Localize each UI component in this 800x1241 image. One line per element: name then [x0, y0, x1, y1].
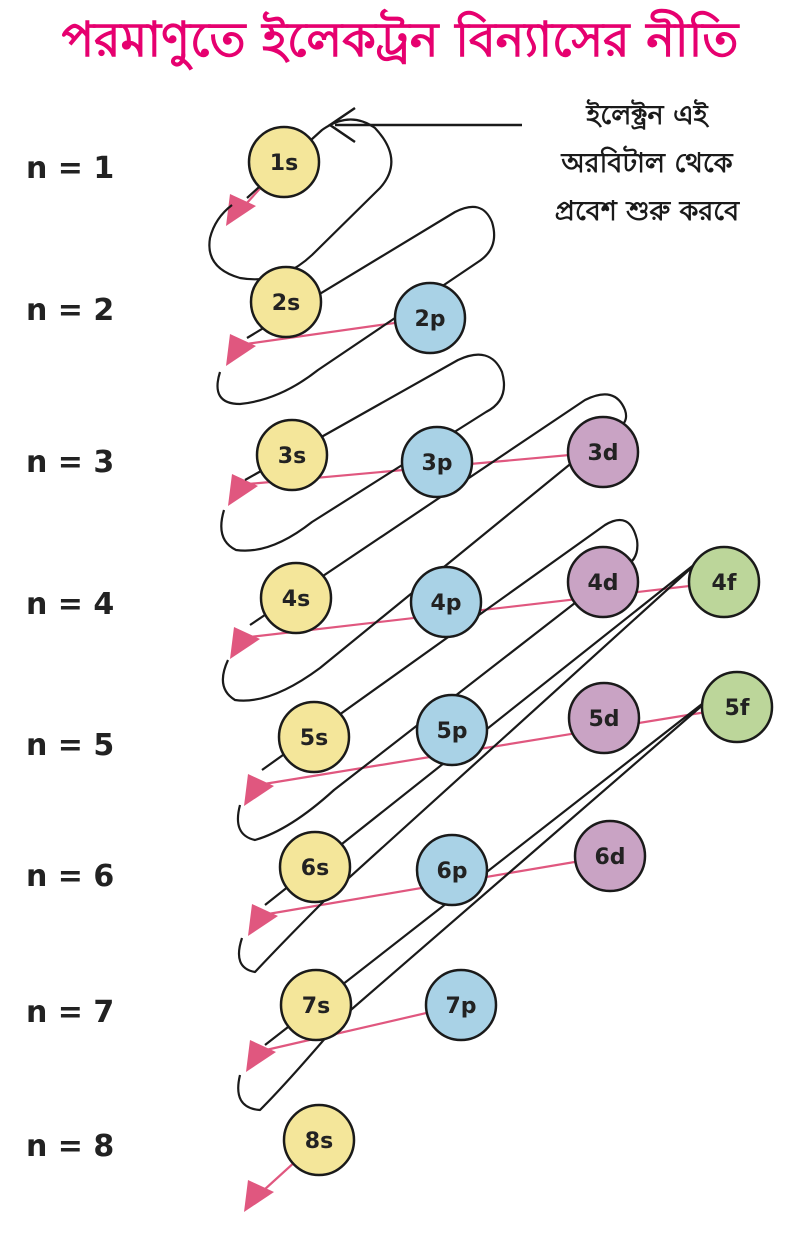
orbital-label: 4f [712, 571, 737, 596]
orbital-label: 4s [282, 587, 310, 612]
page-title: পরমাণুতে ইলেকট্রন বিন্যাসের নীতি [61, 12, 739, 68]
orbital-circle [247, 125, 321, 199]
orbital-label: 3s [278, 444, 306, 469]
orbital-5f: 5f [700, 670, 774, 744]
orbital-4p: 4p [409, 565, 483, 639]
orbital-8s: 8s [282, 1103, 356, 1177]
filling-path-segment [237, 558, 702, 974]
orbital-label: 7s [302, 994, 330, 1019]
shell-label-n4: n = 4 [26, 587, 114, 622]
shell-label-n2: n = 2 [26, 293, 114, 328]
shell-label-n3: n = 3 [26, 445, 114, 480]
orbital-label: 4p [430, 591, 461, 616]
orbital-6s: 6s [278, 830, 352, 904]
orbital-circles: 1s 2s 2p 3s 3p 3d 4s 4p 4d 4f 5s 5p 5d 5f 6s 6p 6d 7s 7p 8s [247, 125, 774, 1177]
arrowhead [246, 1040, 276, 1072]
orbital-label: 5d [588, 707, 619, 732]
shell-label-n5: n = 5 [26, 728, 114, 763]
orbital-2p: 2p [393, 281, 467, 355]
orbital-7p: 7p [424, 968, 498, 1042]
orbital-label: 1s [270, 151, 298, 176]
orbital-circle [415, 693, 489, 767]
orbital-2s: 2s [249, 265, 323, 339]
orbital-label: 5p [436, 719, 467, 744]
orbital-circle [249, 265, 323, 339]
shell-labels: n = 1 n = 2 n = 3 n = 4 n = 5 n = 6 n = 7 n = 8 [26, 151, 114, 1164]
orbital-circle [567, 681, 641, 755]
orbital-label: 6d [594, 845, 625, 870]
orbital-4s: 4s [259, 561, 333, 635]
arrowhead [230, 627, 260, 659]
shell-label-n1: n = 1 [26, 151, 114, 186]
arrowhead [244, 1180, 274, 1212]
note-line-1: ইলেক্ট্রন এই [586, 100, 708, 131]
orbital-3p: 3p [400, 425, 474, 499]
orbital-label: 2p [414, 307, 445, 332]
orbital-circle [393, 281, 467, 355]
orbital-circle [573, 819, 647, 893]
filling-path-segment [216, 205, 496, 406]
orbital-circle [282, 1103, 356, 1177]
orbital-5d: 5d [567, 681, 641, 755]
orbital-circle [400, 425, 474, 499]
arrowhead [228, 474, 258, 506]
orbital-7s: 7s [279, 968, 353, 1042]
diagonal-arrow-line [263, 705, 738, 786]
orbital-3d: 3d [566, 415, 640, 489]
orbital-circle [277, 700, 351, 774]
start-note: ইলেক্ট্রন এই অরবিটাল থেকে প্রবেশ শুরু কর… [512, 92, 782, 236]
filling-path-segment [236, 518, 639, 842]
filling-path-segment [220, 353, 506, 552]
orbital-5p: 5p [415, 693, 489, 767]
orbital-5s: 5s [277, 700, 351, 774]
orbital-3s: 3s [255, 418, 329, 492]
orbital-circle [415, 833, 489, 907]
orbital-6p: 6p [415, 833, 489, 907]
orbital-circle [424, 968, 498, 1042]
orbital-6d: 6d [573, 819, 647, 893]
orbital-circle [566, 415, 640, 489]
shell-label-n6: n = 6 [26, 859, 114, 894]
orbital-label: 2s [272, 291, 300, 316]
orbital-1s: 1s [247, 125, 321, 199]
note-line-3: প্রবেশ শুরু করবে [554, 196, 740, 227]
shell-label-n7: n = 7 [26, 995, 114, 1030]
orbital-circle [687, 545, 761, 619]
orbital-circle [259, 561, 333, 635]
orbital-label: 8s [305, 1129, 333, 1154]
filling-path-segment [221, 393, 628, 702]
orbital-circle [279, 968, 353, 1042]
orbital-label: 3d [587, 441, 618, 466]
orbital-label: 5s [300, 726, 328, 751]
orbital-label: 4d [587, 571, 618, 596]
filling-path [208, 118, 722, 1112]
orbital-circle [566, 545, 640, 619]
orbital-circle [409, 565, 483, 639]
shell-label-n8: n = 8 [26, 1129, 114, 1164]
arrowhead [226, 194, 256, 226]
orbital-circle [255, 418, 329, 492]
orbital-label: 5f [725, 696, 750, 721]
arrowhead [226, 334, 256, 366]
orbital-circle [700, 670, 774, 744]
orbital-4d: 4d [566, 545, 640, 619]
orbital-label: 6s [301, 856, 329, 881]
orbital-4f: 4f [687, 545, 761, 619]
note-line-2: অরবিটাল থেকে [561, 148, 733, 179]
orbital-label: 7p [445, 994, 476, 1019]
start-pointer-arrow [327, 106, 522, 144]
orbital-circle [278, 830, 352, 904]
orbital-label: 3p [421, 451, 452, 476]
orbital-label: 6p [436, 859, 467, 884]
arrowhead [244, 774, 274, 806]
arrowhead [248, 904, 278, 936]
